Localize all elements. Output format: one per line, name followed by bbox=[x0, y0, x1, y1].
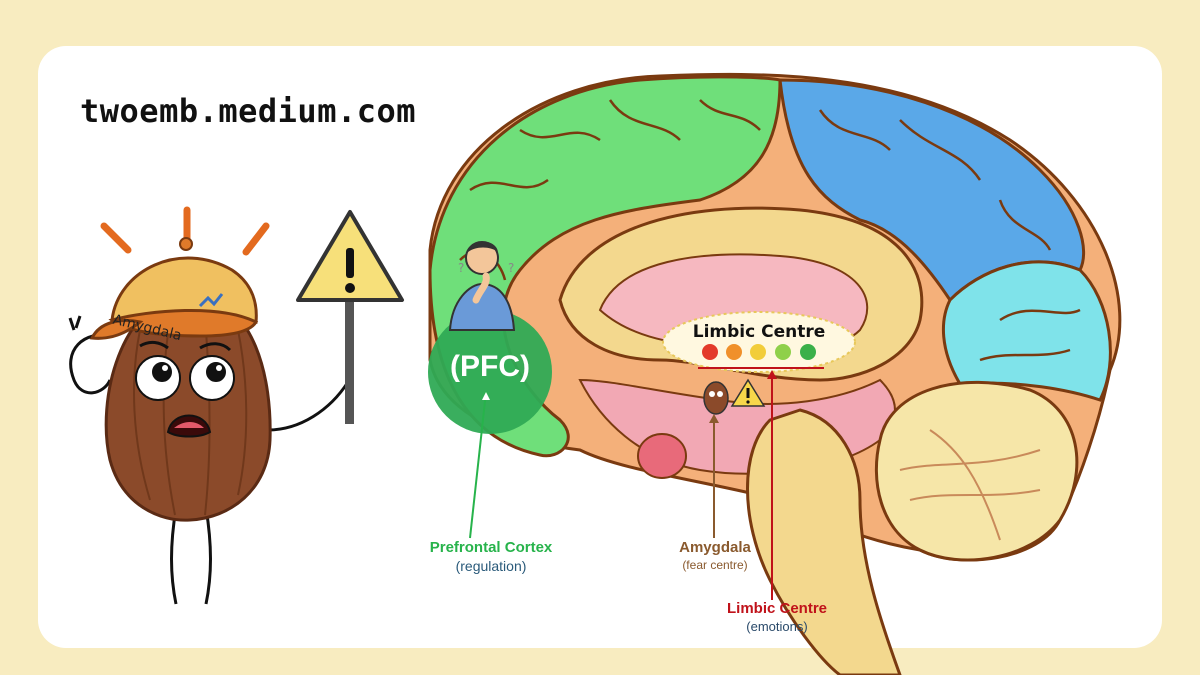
small-amygdala-icon bbox=[703, 381, 729, 415]
limbic-centre-label-subtitle: (emotions) bbox=[746, 619, 808, 634]
limbic-centre-title: Limbic Centre bbox=[692, 322, 826, 342]
limbic-centre-highlight bbox=[662, 311, 856, 373]
prefrontal-cortex-title: Prefrontal Cortex bbox=[429, 539, 553, 556]
site-title: twoemb.medium.com bbox=[80, 92, 417, 130]
pfc-circle bbox=[428, 310, 552, 434]
prefrontal-cortex-subtitle: (regulation) bbox=[455, 558, 527, 574]
svg-text:?: ? bbox=[508, 261, 514, 275]
thinking-person-icon: ? ? bbox=[448, 241, 516, 331]
eyes bbox=[135, 355, 235, 401]
alarm-lines-icon bbox=[100, 206, 270, 256]
brain-diagram: ? ? bbox=[428, 72, 1122, 675]
amygdala-subtitle: (fear centre) bbox=[682, 558, 748, 572]
prefrontal-cortex-label: Prefrontal Cortex (regulation) bbox=[406, 539, 576, 574]
limbic-centre-label-title: Limbic Centre bbox=[726, 600, 828, 617]
emoji-scale-icon bbox=[702, 344, 816, 360]
warning-icon bbox=[730, 378, 766, 407]
pfc-badge: (PFC) bbox=[450, 350, 530, 383]
amygdala-label: Amygdala (fear centre) bbox=[650, 539, 780, 572]
amygdala-character bbox=[68, 206, 404, 605]
amygdala-title: Amygdala bbox=[679, 539, 751, 556]
pointer-lines bbox=[469, 370, 777, 600]
limbic-centre-label: Limbic Centre (emotions) bbox=[692, 600, 862, 634]
warning-sign-icon bbox=[296, 210, 404, 424]
svg-text:?: ? bbox=[458, 261, 464, 275]
